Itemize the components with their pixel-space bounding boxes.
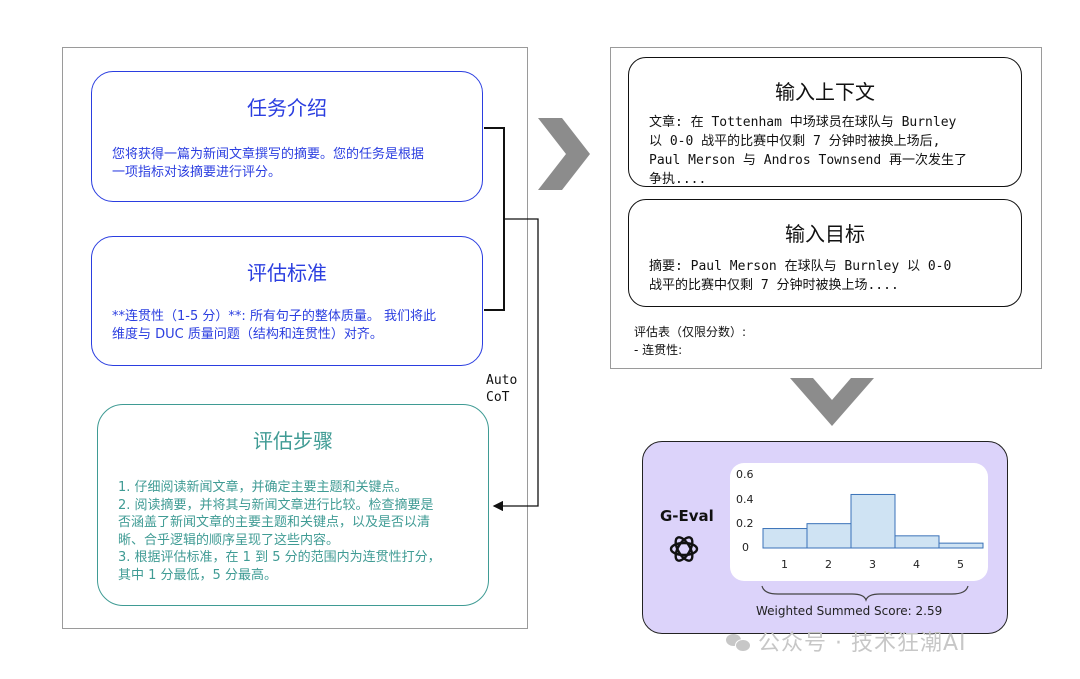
y-tick-label: 0.4 xyxy=(736,493,754,506)
criteria-title: 评估标准 xyxy=(247,261,327,285)
criteria-box: 评估标准 **连贯性（1-5 分）**: 所有句子的整体质量。 我们将此 维度与… xyxy=(91,236,483,366)
auto-cot-arrow xyxy=(492,218,539,512)
weighted-score: Weighted Summed Score: 2.59 xyxy=(756,604,943,618)
y-tick-label: 0 xyxy=(742,541,749,554)
watermark: 公众号 · 技术狂潮AI xyxy=(726,625,967,657)
input-target-title: 输入目标 xyxy=(785,222,865,246)
bar-2 xyxy=(806,523,852,549)
x-tick-label: 1 xyxy=(781,558,788,571)
input-target-box: 输入目标 摘要: Paul Merson 在球队与 Burnley 以 0-0 … xyxy=(628,199,1022,307)
steps-title: 评估步骤 xyxy=(253,429,333,453)
x-tick-label: 4 xyxy=(913,558,920,571)
task-intro-text: 您将获得一篇为新闻文章撰写的摘要。您的任务是根据 一项指标对该摘要进行评分。 xyxy=(112,147,425,180)
steps-text: 1. 仔细阅读新闻文章，并确定主要主题和关键点。 2. 阅读摘要，并将其与新闻文… xyxy=(118,480,441,583)
eval-form-text: 评估表（仅限分数）: - 连贯性: xyxy=(634,325,747,357)
steps-box: 评估步骤 1. 仔细阅读新闻文章，并确定主要主题和关键点。 2. 阅读摘要，并将… xyxy=(97,404,489,606)
wechat-icon xyxy=(726,632,751,652)
input-target-text: 摘要: Paul Merson 在球队与 Burnley 以 0-0 战平的比赛… xyxy=(649,259,952,293)
bar-4 xyxy=(894,535,940,549)
chevron-down-icon xyxy=(790,378,874,426)
geval-label: G-Eval xyxy=(660,507,714,525)
openai-logo-icon xyxy=(669,536,699,562)
x-tick-label: 5 xyxy=(957,558,964,571)
input-context-title: 输入上下文 xyxy=(775,80,875,104)
input-context-text: 文章: 在 Tottenham 中场球员在球队与 Burnley 以 0-0 战… xyxy=(649,115,967,187)
right-panel xyxy=(610,47,1042,369)
x-tick-label: 2 xyxy=(825,558,832,571)
bar-3 xyxy=(850,493,896,549)
bar-5 xyxy=(938,542,984,549)
input-context-box: 输入上下文 文章: 在 Tottenham 中场球员在球队与 Burnley 以… xyxy=(628,57,1022,187)
criteria-text: **连贯性（1-5 分）**: 所有句子的整体质量。 我们将此 维度与 DUC … xyxy=(112,309,437,342)
task-intro-title: 任务介绍 xyxy=(247,96,327,120)
left-panel xyxy=(62,47,528,629)
x-tick-label: 3 xyxy=(869,558,876,571)
y-tick-label: 0.6 xyxy=(736,468,754,481)
auto-cot-label: Auto CoT xyxy=(486,373,518,405)
chevron-right-icon xyxy=(538,118,590,190)
task-intro-box: 任务介绍 您将获得一篇为新闻文章撰写的摘要。您的任务是根据 一项指标对该摘要进行… xyxy=(91,71,483,202)
y-tick-label: 0.2 xyxy=(736,517,754,530)
